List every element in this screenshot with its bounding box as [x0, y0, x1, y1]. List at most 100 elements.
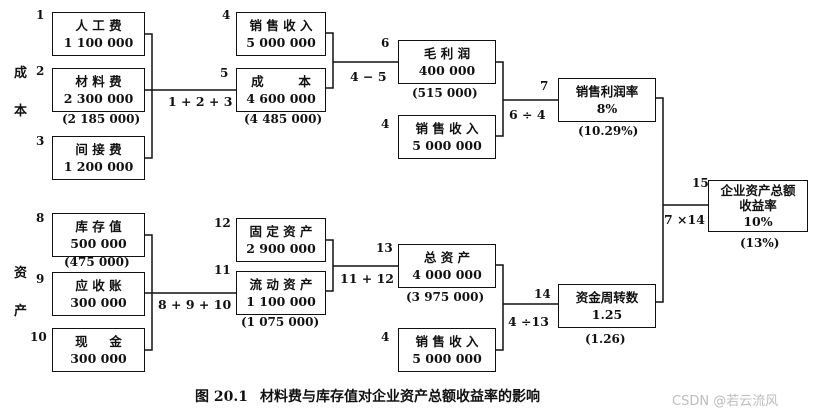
inventory-value-revised: (475 000): [64, 255, 130, 269]
bracket-turnover: [496, 264, 558, 351]
box-number-8: 8: [36, 211, 45, 225]
box-label: 企业资产总额 收益率: [720, 182, 796, 213]
box-label: 销 售 收 入: [415, 121, 479, 136]
bracket-asset-inputs: [145, 234, 236, 351]
box-value: 5 000 000: [246, 35, 316, 50]
figure-caption: 图 20.1 材料费与库存值对企业资产总额收益率的影响: [195, 386, 552, 406]
profit-margin-revised: (10.29%): [578, 124, 639, 138]
box-number-4b: 4: [381, 117, 390, 131]
box-value: 500 000: [70, 236, 127, 251]
box-label: 销售利润率: [575, 84, 639, 99]
box-number-10: 10: [30, 330, 47, 344]
asset-group-label-2: 产: [14, 304, 28, 319]
sum-cost-operator: 1 + 2 + 3: [168, 94, 233, 109]
sales-revenue-box-top: 销 售 收 入 5 000 000: [236, 12, 326, 56]
box-number-1: 1: [36, 8, 45, 22]
box-number-15: 15: [692, 176, 709, 190]
box-value: 300 000: [70, 351, 127, 366]
material-cost-box: 材 料 费 2 300 000: [52, 68, 145, 112]
bracket-gross-profit: [326, 32, 398, 89]
total-cost-box: 成 本 4 600 000: [236, 68, 326, 112]
sales-revenue-box-middle: 销 售 收 入 5 000 000: [398, 115, 496, 159]
box-label: 流 动 资 产: [249, 277, 313, 292]
box-label: 成 本: [251, 74, 311, 89]
cash-box: 现 金 300 000: [52, 328, 145, 372]
box-label: 应 收 账: [75, 278, 122, 293]
box-label: 库 存 值: [75, 219, 122, 234]
bracket-total-assets: [326, 239, 398, 292]
box-number-6: 6: [381, 36, 390, 50]
labor-cost-box: 人 工 费 1 100 000: [52, 12, 145, 56]
figure-number: 图 20.1: [195, 389, 248, 405]
box-number-4c: 4: [381, 330, 390, 344]
box-label: 人 工 费: [75, 18, 122, 33]
box-number-5: 5: [220, 66, 229, 80]
turnover-operator: 4 ÷13: [508, 314, 549, 329]
roa-operator: 7 ×14: [664, 212, 705, 227]
box-number-9: 9: [36, 272, 45, 286]
box-label: 固 定 资 产: [249, 224, 313, 239]
box-value: 2 900 000: [246, 241, 316, 256]
box-value: 8%: [596, 101, 618, 116]
return-on-assets-revised: (13%): [740, 236, 780, 250]
box-value: 400 000: [418, 63, 476, 78]
bracket-roa: [656, 97, 708, 303]
asset-turnover-box: 资金周转数 1.25: [558, 284, 656, 328]
total-assets-box: 总 资 产 4 000 000: [398, 244, 496, 288]
box-label: 现 金: [75, 334, 122, 349]
box-value: 2 300 000: [63, 91, 134, 106]
box-value: 10%: [743, 213, 773, 229]
box-value: 1 200 000: [63, 159, 134, 174]
box-value: 300 000: [70, 295, 127, 310]
box-label: 销 售 收 入: [415, 334, 479, 349]
sum-assets-operator: 8 + 9 + 10: [158, 297, 232, 312]
current-assets-revised: (1 075 000): [241, 315, 320, 329]
inventory-value-box: 库 存 值 500 000: [52, 213, 145, 257]
bracket-margin: [496, 61, 558, 137]
box-value: 1 100 000: [63, 35, 134, 50]
box-label: 销 售 收 入: [249, 18, 313, 33]
box-value: 4 600 000: [246, 91, 316, 106]
box-number-7: 7: [540, 79, 549, 93]
box-number-3: 3: [36, 134, 45, 148]
total-assets-operator: 11 + 12: [340, 271, 394, 286]
material-cost-revised: (2 185 000): [62, 112, 141, 126]
total-cost-revised: (4 485 000): [244, 112, 323, 126]
gross-profit-revised: (515 000): [412, 86, 478, 100]
box-number-12: 12: [214, 216, 231, 230]
overhead-cost-box: 间 接 费 1 200 000: [52, 136, 145, 180]
cost-group-label-2: 本: [14, 104, 28, 119]
receivables-box: 应 收 账 300 000: [52, 272, 145, 316]
sales-revenue-box-bottom: 销 售 收 入 5 000 000: [398, 328, 496, 372]
box-label: 总 资 产: [423, 250, 471, 265]
figure-title: 材料费与库存值对企业资产总额收益率的影响: [259, 389, 540, 405]
current-assets-box: 流 动 资 产 1 100 000: [236, 271, 326, 315]
margin-operator: 6 ÷ 4: [509, 107, 546, 122]
asset-group-label-1: 资: [14, 266, 28, 281]
gross-profit-box: 毛 利 润 400 000: [398, 40, 496, 84]
profit-margin-box: 销售利润率 8%: [558, 78, 656, 122]
box-number-13: 13: [376, 241, 393, 255]
bracket-cost-inputs: [145, 33, 236, 159]
asset-turnover-revised: (1.26): [585, 332, 626, 346]
cost-group-label-1: 成: [14, 66, 28, 81]
box-number-4a: 4: [222, 8, 231, 22]
box-number-2: 2: [36, 64, 45, 78]
box-number-11: 11: [214, 263, 231, 277]
box-value: 5 000 000: [412, 351, 482, 366]
box-value: 4 000 000: [412, 267, 482, 282]
box-value: 5 000 000: [412, 138, 482, 153]
gross-operator: 4 − 5: [350, 69, 387, 84]
box-label: 材 料 费: [75, 74, 122, 89]
box-label: 资金周转数: [575, 290, 639, 305]
box-value: 1.25: [591, 307, 623, 322]
box-number-14: 14: [534, 287, 551, 301]
watermark: CSDN @若云流风: [672, 394, 779, 409]
total-assets-revised: (3 975 000): [406, 290, 485, 304]
box-label: 间 接 费: [75, 142, 122, 157]
return-on-assets-box: 企业资产总额 收益率 10%: [708, 180, 808, 232]
fixed-assets-box: 固 定 资 产 2 900 000: [236, 218, 326, 262]
box-label: 毛 利 润: [423, 46, 471, 61]
